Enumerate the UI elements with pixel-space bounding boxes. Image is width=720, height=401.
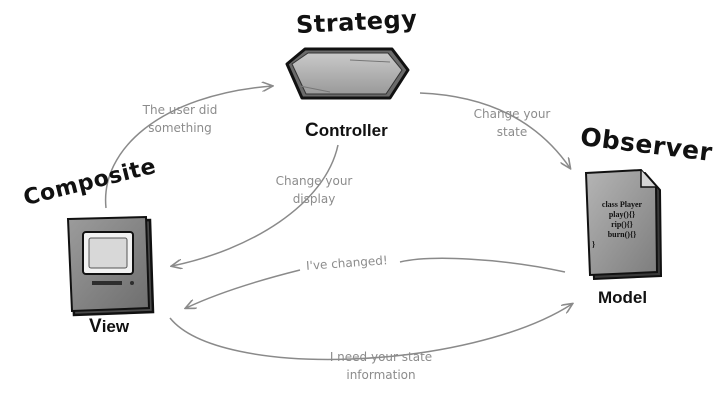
- controller-label: Controller: [305, 120, 388, 142]
- hexagon-icon: [285, 47, 410, 100]
- monitor-icon: [66, 215, 155, 317]
- code-line-rip: rip(){}: [611, 220, 633, 229]
- edge-label-line: something: [148, 121, 212, 135]
- edge-label-line: The user did: [142, 103, 218, 117]
- model-code: class Player play(){} rip(){} burn(){} }: [592, 200, 652, 250]
- controller-label-rest: ontroller: [318, 121, 388, 140]
- edge-label-line: I need your state: [329, 350, 433, 364]
- document-icon: [584, 168, 663, 281]
- edge-label-change-your-state: Change your state: [466, 105, 558, 141]
- code-line-close: }: [592, 240, 596, 249]
- code-line-class: class Player: [601, 200, 643, 209]
- edge-label-line: state: [496, 125, 528, 139]
- arrow-controller-to-view: [172, 144, 339, 266]
- code-line-play: play(){}: [608, 210, 636, 219]
- arrow-view-to-model: [169, 304, 572, 361]
- view-label-initial: V: [89, 316, 102, 337]
- view-label: View: [89, 316, 129, 338]
- edge-label-need-your-state: I need your state information: [320, 348, 442, 384]
- arrow-controller-to-model: [419, 92, 570, 168]
- edge-label-line: Change your: [473, 107, 551, 121]
- edge-label-line: display: [292, 192, 336, 206]
- arrow-view-to-controller: [104, 86, 272, 209]
- edge-label-user-did-something: The user did something: [132, 101, 228, 137]
- controller-label-initial: C: [305, 120, 319, 141]
- edge-label-line: information: [346, 368, 416, 382]
- code-line-burn: burn(){}: [607, 230, 637, 239]
- edge-label-change-your-display: Change your display: [266, 172, 362, 208]
- view-label-rest: iew: [101, 317, 130, 336]
- arrow-model-to-view: [186, 257, 566, 308]
- edge-label-line: Change your: [275, 174, 353, 188]
- model-label: Model: [598, 288, 648, 307]
